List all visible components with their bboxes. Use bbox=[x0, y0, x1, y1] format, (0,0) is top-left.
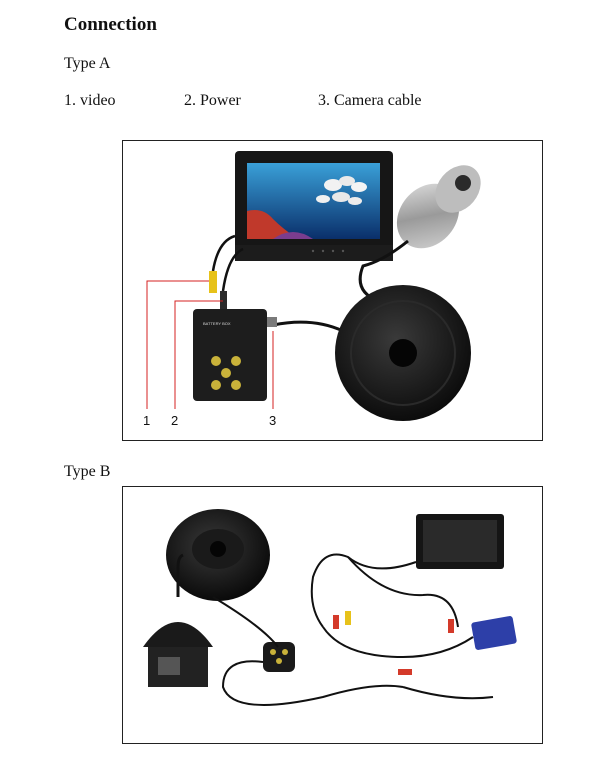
power-plug bbox=[220, 291, 227, 309]
legend-video: 1. video bbox=[64, 92, 116, 109]
camera-connector bbox=[263, 317, 277, 327]
type-b-label: Type B bbox=[64, 463, 111, 480]
type-b-diagram bbox=[122, 486, 543, 744]
cable-reel-b bbox=[166, 509, 270, 601]
controller bbox=[263, 642, 295, 672]
monitor-b bbox=[416, 514, 504, 569]
legend-power: 2. Power bbox=[184, 92, 241, 109]
video-plug bbox=[209, 271, 217, 293]
camera bbox=[396, 165, 481, 249]
battery-pack bbox=[471, 616, 517, 650]
type-a-label: Type A bbox=[64, 55, 111, 72]
legend-camera-cable: 3. Camera cable bbox=[318, 92, 422, 109]
cable-reel bbox=[335, 285, 471, 421]
page-heading: Connection bbox=[64, 14, 157, 35]
battery-box: BATTERY BOX bbox=[193, 309, 267, 401]
monitor bbox=[235, 151, 393, 261]
callout-2: 2 bbox=[171, 413, 178, 428]
dome-camera bbox=[143, 622, 213, 687]
callout-3: 3 bbox=[269, 413, 276, 428]
type-a-diagram: BATTERY BOX 1 2 3 bbox=[122, 140, 543, 441]
battery-box-label: BATTERY BOX bbox=[203, 321, 231, 326]
callout-1: 1 bbox=[143, 413, 150, 428]
